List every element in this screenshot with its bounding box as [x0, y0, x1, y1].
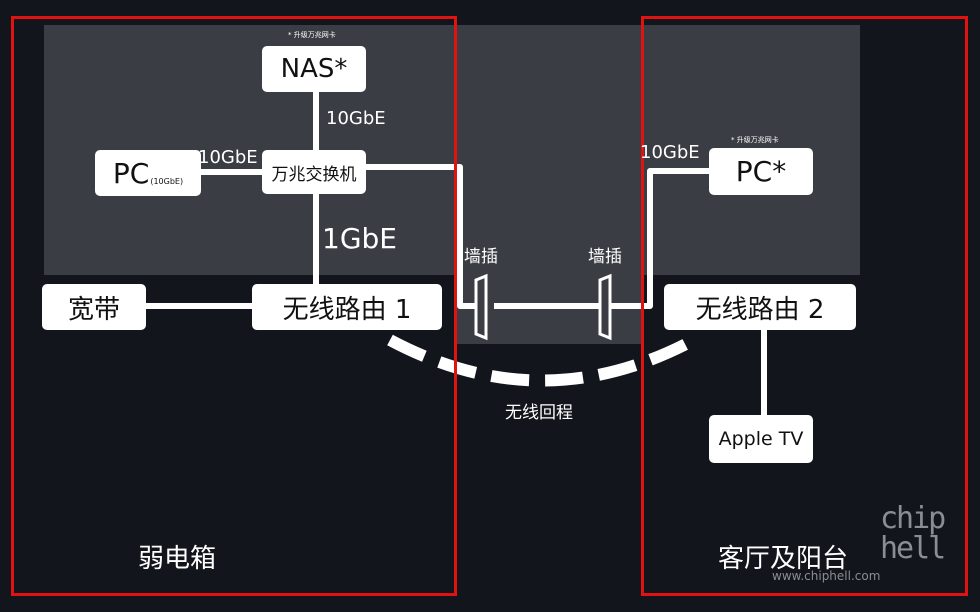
router2-node: 无线路由 2 — [664, 284, 856, 330]
zone-weak-current-box — [11, 16, 457, 596]
pc-left-label: PC — [112, 156, 150, 190]
pc-right-speed-label: 10GbE — [640, 142, 700, 163]
pc-switch-speed-label: 10GbE — [198, 147, 258, 168]
zone-living-room — [641, 16, 968, 596]
switch-wallplug-line — [364, 164, 482, 309]
nas-node: NAS* — [262, 46, 366, 92]
pc-right-node: PC* — [709, 148, 813, 195]
wireless-backhaul-label: 无线回程 — [505, 403, 573, 423]
wall-plug-right-shape — [598, 273, 612, 341]
pc-left-node: PC (10GbE) — [95, 150, 201, 196]
wall-plug-left-label: 墙插 — [464, 247, 498, 267]
watermark-logo: chip hell — [880, 501, 946, 566]
switch-router-speed-label: 1GbE — [322, 222, 397, 255]
wall-plug-right-label: 墙插 — [588, 247, 622, 267]
nas-note: * 升级万兆网卡 — [288, 31, 336, 39]
pc-left-sub: (10GbE) — [150, 177, 184, 186]
broadband-node: 宽带 — [42, 284, 146, 330]
wireless-backhaul-arc — [387, 334, 693, 387]
nas-switch-speed-label: 10GbE — [326, 108, 386, 129]
watermark-url: www.chiphell.com — [772, 569, 881, 583]
router1-node: 无线路由 1 — [252, 284, 442, 330]
switch-node: 万兆交换机 — [262, 150, 366, 194]
apple-tv-node: Apple TV — [709, 415, 813, 463]
wallplug-router2-line — [610, 168, 709, 309]
wall-plug-left-shape — [474, 273, 488, 341]
zone-right-label: 客厅及阳台 — [718, 544, 849, 574]
zone-left-label: 弱电箱 — [138, 544, 217, 574]
pc-right-note: * 升级万兆网卡 — [731, 136, 779, 144]
